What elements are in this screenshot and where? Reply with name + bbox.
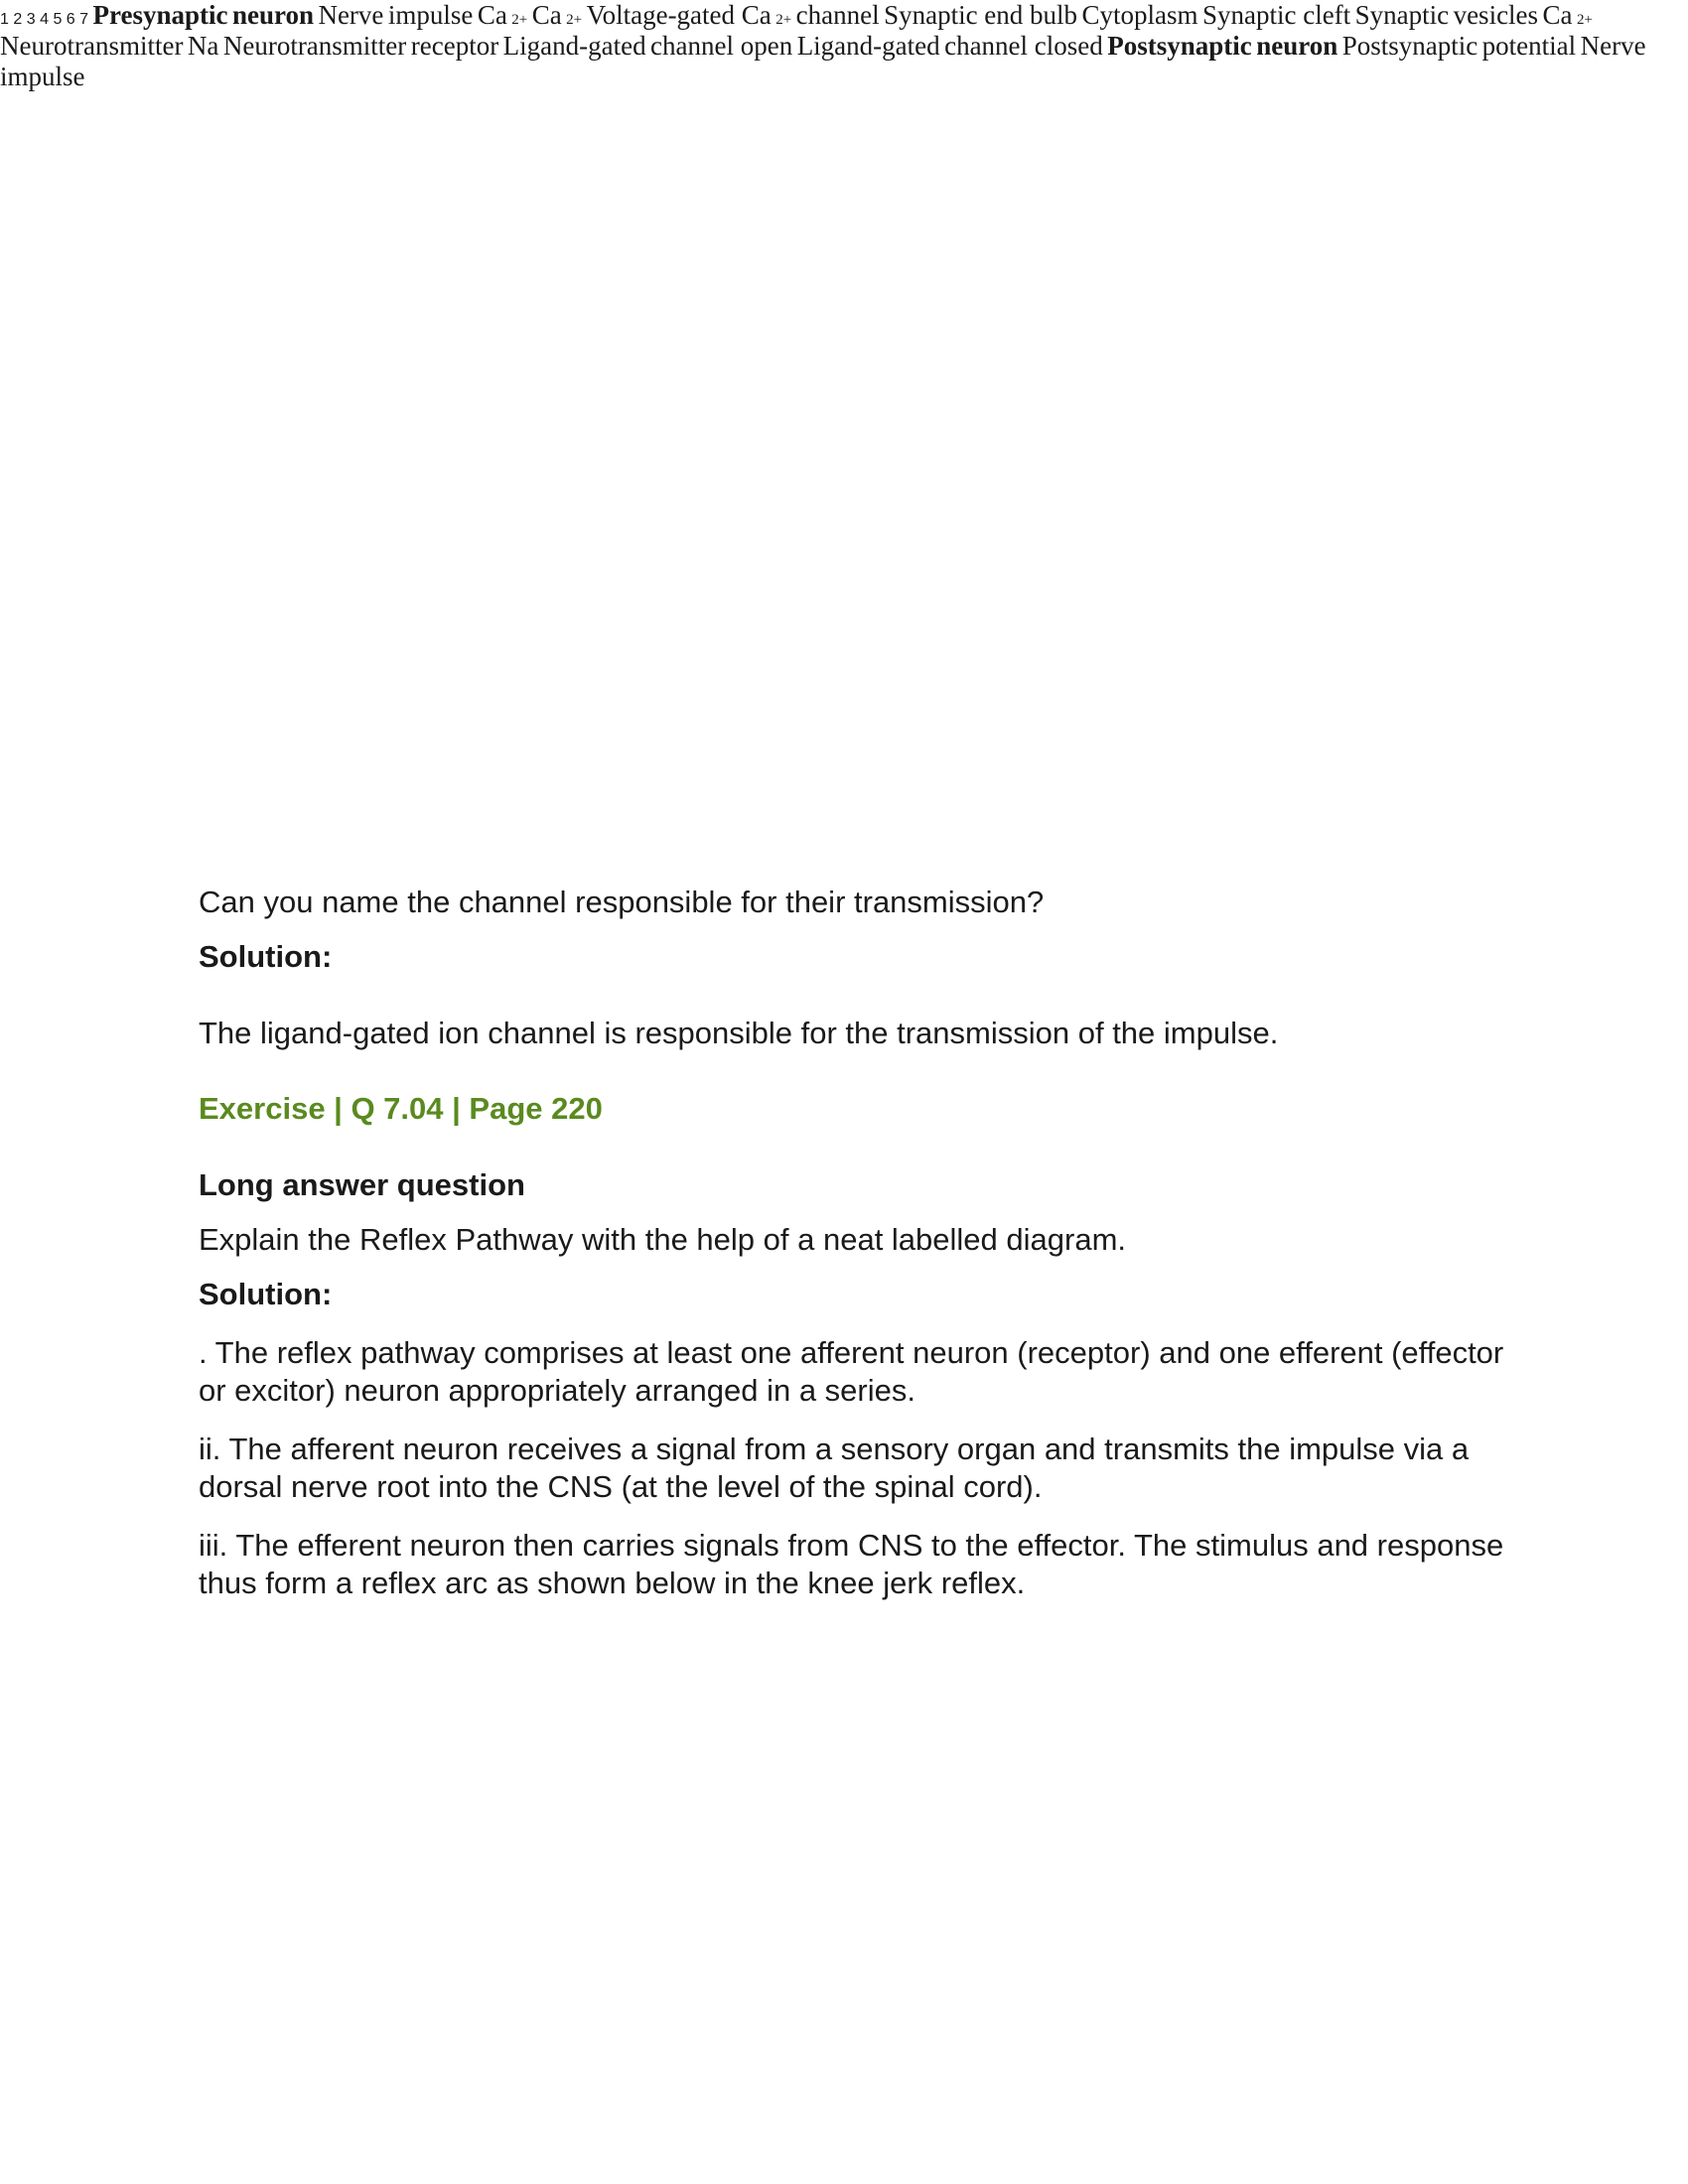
voltage-gated-channel: 1 2 3 4 5 6 7 Presynaptic neuron Nerve i… bbox=[0, 0, 1646, 1600]
solution-point: iii. The efferent neuron then carries si… bbox=[199, 1528, 1504, 1600]
label-ligand-gated-closed: Ligand-gated bbox=[796, 31, 940, 61]
solution-label: Solution: bbox=[199, 1277, 333, 1311]
label-ca-left: Ca bbox=[531, 0, 562, 30]
postsynaptic-membrane: 1 2 3 4 5 6 7 Presynaptic neuron Nerve i… bbox=[0, 0, 1646, 1600]
label-cytoplasm: Cytoplasm bbox=[1081, 0, 1198, 30]
voltage-gated-channel: 1 2 3 4 5 6 7 Presynaptic neuron Nerve i… bbox=[0, 0, 1646, 1600]
label-neurotransmitter: Neurotransmitter bbox=[0, 31, 184, 61]
question-text: Explain the Reflex Pathway with the help… bbox=[199, 1222, 1127, 1257]
label-postsynaptic: Postsynaptic bbox=[1107, 31, 1252, 61]
label-neurotransmitter-receptor: Neurotransmitter bbox=[222, 31, 407, 61]
answer-text: The ligand-gated ion channel is responsi… bbox=[199, 1016, 1279, 1050]
label-presynaptic: Presynaptic bbox=[92, 0, 228, 30]
label-nerve-impulse-bottom: Nerve bbox=[1580, 31, 1646, 61]
solution-point: . The reflex pathway comprises at least … bbox=[199, 1335, 1504, 1408]
question-type: Long answer question bbox=[199, 1167, 525, 1202]
label-synaptic-cleft: Synaptic cleft bbox=[1201, 0, 1351, 30]
label-voltage-gated: Voltage-gated Ca bbox=[586, 0, 772, 30]
label-nerve-impulse-top: Nerve bbox=[318, 0, 384, 30]
solution-point: ii. The afferent neuron receives a signa… bbox=[199, 1432, 1470, 1504]
label-synaptic-end-bulb: Synaptic end bulb bbox=[884, 0, 1078, 30]
label-postsynaptic-potential: Postsynaptic bbox=[1341, 31, 1478, 61]
label-na: Na bbox=[187, 31, 219, 61]
step-number-badges: 1 2 3 4 5 6 7 bbox=[0, 11, 89, 28]
label-synaptic-vesicles: Synaptic bbox=[1354, 0, 1450, 30]
question-line: Can you name the channel responsible for… bbox=[199, 885, 1045, 919]
presynaptic-bulb: 1 2 3 4 5 6 7 Presynaptic neuron Nerve i… bbox=[0, 0, 1646, 1600]
label-ca-cleft: Ca bbox=[1542, 0, 1573, 30]
solution-label: Solution: bbox=[199, 939, 333, 974]
exercise-reference: Exercise | Q 7.04 | Page 220 bbox=[199, 1091, 603, 1126]
voltage-gated-channel: 1 2 3 4 5 6 7 Presynaptic neuron Nerve i… bbox=[0, 0, 1646, 1600]
label-ca-top: Ca bbox=[477, 0, 507, 30]
label-ligand-gated-open: Ligand-gated bbox=[502, 31, 646, 61]
